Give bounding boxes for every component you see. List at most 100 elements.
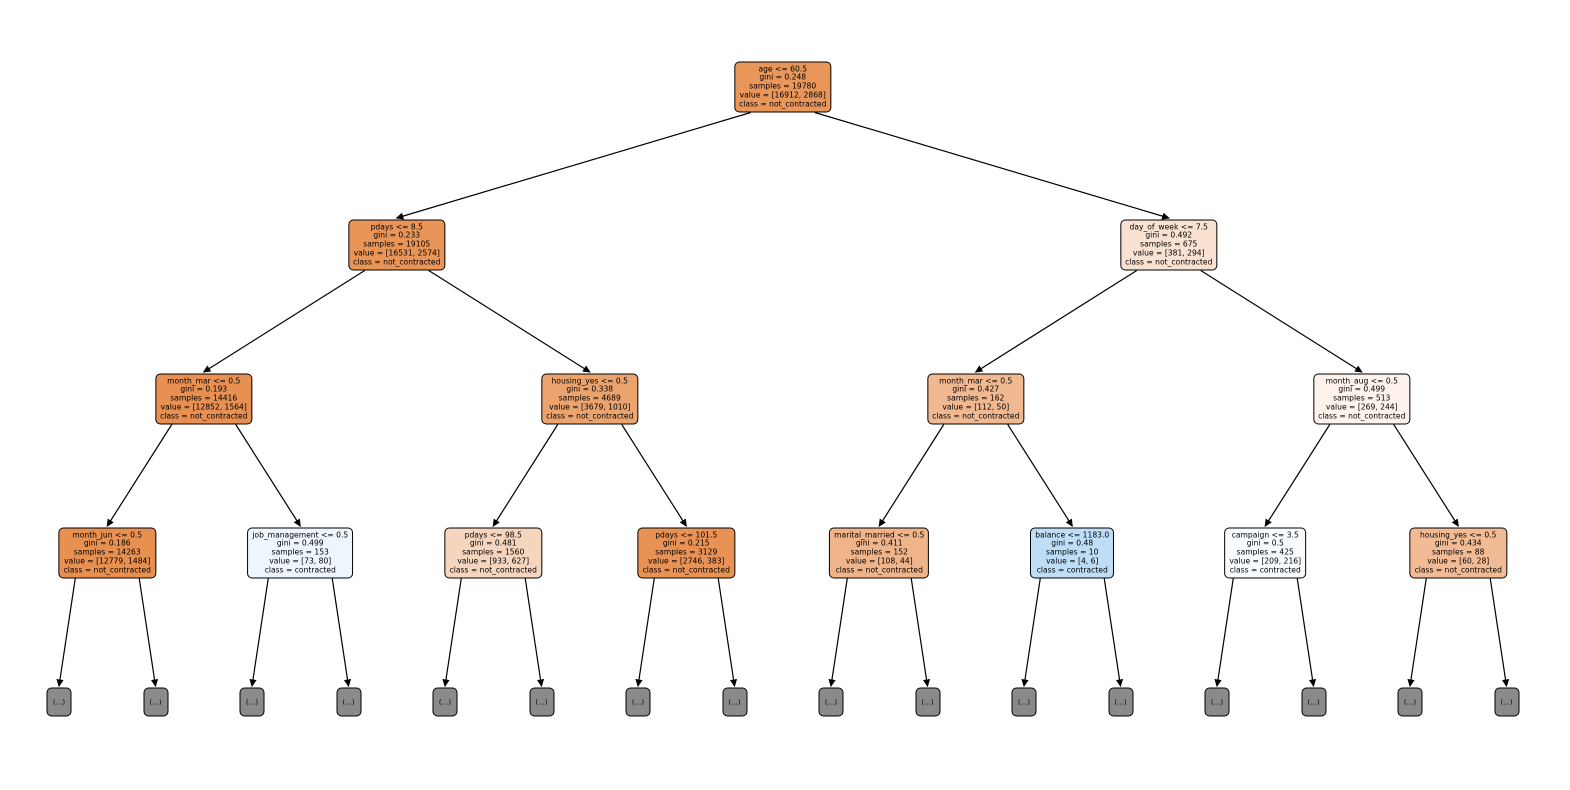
node-text-line: class = contracted [1036,565,1108,575]
node-text-line: samples = 513 [1333,393,1391,403]
node-text-line: class = not_contracted [1414,565,1502,575]
collapsed-subtree-node: (...) [1011,687,1037,717]
collapsed-subtree-node: (...) [239,687,265,717]
node-text-line: value = [12852, 1564] [160,402,247,412]
tree-edge [717,578,738,688]
node-text-line: gini = 0.338 [566,384,614,394]
tree-edge [814,111,1170,220]
node-text-line: housing_yes <= 0.5 [1419,530,1497,540]
collapsed-subtree-node: (...) [1494,687,1519,717]
node-text-line: samples = 4689 [558,393,621,403]
node-text-line: samples = 162 [947,393,1005,403]
node-text-line: value = [16531, 2574] [353,248,440,258]
node-text-line: marital_married <= 0.5 [834,530,925,540]
tree-edge [1007,424,1073,528]
tree-edge [1200,269,1363,373]
collapsed-subtree-node: (...) [529,687,554,717]
node-text-line: value = [60, 28] [1427,556,1490,566]
tree-edge [828,578,848,688]
collapsed-subtree-node: (...) [1301,687,1326,717]
tree-edge [249,578,269,688]
tree-edge [1264,424,1331,528]
node-text-line: month_mar <= 0.5 [167,376,241,386]
node-text-line: class = not_contracted [932,411,1020,421]
node-text-line: gini = 0.434 [1434,538,1482,548]
node-text-line: samples = 10 [1046,547,1099,557]
collapsed-subtree-node: (...) [1204,687,1230,717]
node-text-line: value = [2746, 383] [647,556,725,566]
collapsed-subtree-node: (...) [625,687,651,717]
node-text-line: samples = 14263 [73,547,141,557]
node-text-line: value = [108, 44] [845,556,913,566]
node-text-line: samples = 675 [1140,239,1198,249]
node-text-line: pdays <= 101.5 [655,530,718,540]
node-text-line: class = not_contracted [449,565,537,575]
tree-edge [524,578,545,688]
node-text-line: value = [16912, 2868] [739,90,826,100]
collapsed-subtree-node: (...) [1108,687,1133,717]
tree-edge [1407,578,1427,688]
node-text-line: value = [12779, 1484] [64,556,151,566]
tree-edge [878,424,945,528]
node-text-line: value = [209, 216] [1229,556,1302,566]
tree-edge [106,424,173,528]
collapsed-subtree-node: (...) [336,687,361,717]
node-text-line: gini = 0.481 [469,538,517,548]
tree-edge [492,424,559,528]
node-text-line: gini = 0.215 [662,538,710,548]
node-text-line: samples = 1560 [462,547,525,557]
node-text-line: class = not_contracted [546,411,634,421]
node-text-line: samples = 19780 [749,81,817,91]
collapsed-subtree-node: (...) [46,687,72,717]
node-text-line: value = [269, 244] [1325,402,1398,412]
node-text-line: month_aug <= 0.5 [1325,376,1398,386]
node-text-line: class = not_contracted [1318,411,1406,421]
tree-edge [56,578,76,688]
tree-edge [442,578,462,688]
node-text-line: gini = 0.427 [952,384,1000,394]
node-text-line: month_mar <= 0.5 [939,376,1013,386]
node-text-line: gini = 0.499 [276,538,324,548]
node-text-line: gini = 0.248 [759,72,807,82]
node-text-line: gini = 0.193 [180,384,228,394]
node-text-line: class = not_contracted [160,411,248,421]
node-text-line: pdays <= 8.5 [370,222,423,232]
node-text-line: value = [4, 6] [1046,556,1099,566]
node-text-line: class = not_contracted [642,565,730,575]
tree-edge [1296,578,1317,688]
tree-edge [395,111,751,220]
node-text-line: value = [381, 294] [1132,248,1205,258]
tree-edge [428,269,591,373]
tree-edge [1021,578,1041,688]
node-text-line: campaign <= 3.5 [1231,530,1299,540]
node-text-line: value = [3679, 1010] [549,402,631,412]
node-text-line: gini = 0.492 [1145,230,1193,240]
node-text-line: samples = 88 [1432,547,1485,557]
node-text-line: gini = 0.48 [1051,538,1094,548]
node-text-line: gini = 0.5 [1246,538,1284,548]
node-text-line: gini = 0.186 [83,538,131,548]
node-text-line: samples = 3129 [655,547,718,557]
tree-edge [621,424,687,528]
tree-edge [138,578,159,688]
tree-edge [235,424,301,528]
collapsed-subtree-node: (...) [818,687,844,717]
tree-edge [974,269,1138,373]
tree-edge [1103,578,1124,688]
node-text-line: samples = 153 [271,547,329,557]
node-text-line: class = not_contracted [63,565,151,575]
